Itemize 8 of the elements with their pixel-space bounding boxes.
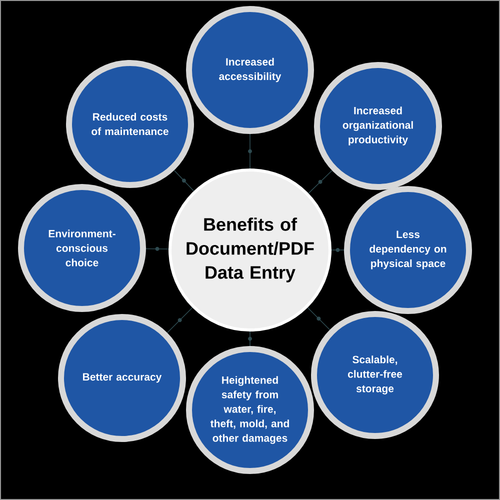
connector-line — [307, 307, 330, 330]
connector-line — [248, 331, 252, 346]
connector-line — [308, 170, 332, 194]
connector-line — [146, 246, 169, 251]
connector-line — [174, 170, 194, 192]
connector-line — [248, 134, 252, 169]
connector-line — [331, 248, 344, 252]
connector-line — [166, 307, 193, 334]
